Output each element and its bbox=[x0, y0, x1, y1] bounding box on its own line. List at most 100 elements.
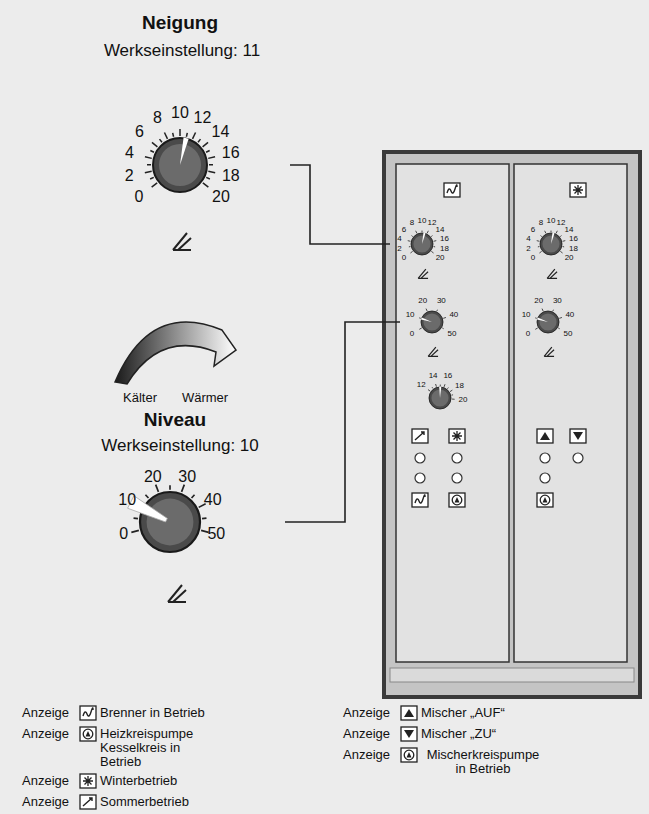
knob bbox=[153, 138, 207, 192]
indicator-icon-winter bbox=[570, 183, 586, 197]
scale-number: 0 bbox=[410, 330, 414, 338]
scale-tick bbox=[552, 310, 554, 311]
panel-strip bbox=[390, 668, 634, 682]
heating-curve-symbol bbox=[168, 585, 186, 602]
dial-graphic bbox=[428, 384, 455, 409]
scale-number: 10 bbox=[406, 311, 415, 319]
icon-glyph bbox=[540, 495, 550, 505]
scale-number: 50 bbox=[207, 526, 225, 542]
scale-number: 20 bbox=[212, 189, 230, 205]
icon-glyph bbox=[83, 708, 93, 716]
scale-tick bbox=[545, 231, 546, 234]
scale-number: 2 bbox=[526, 245, 530, 253]
knob bbox=[411, 233, 433, 255]
indicator-icon-summer bbox=[412, 429, 428, 443]
scale-tick bbox=[560, 251, 562, 253]
scale-number: 30 bbox=[553, 297, 562, 305]
scale-tick bbox=[440, 385, 441, 387]
dial-graphic bbox=[145, 129, 215, 192]
scale-tick bbox=[444, 384, 446, 387]
scale-tick bbox=[164, 133, 167, 139]
scale-tick bbox=[408, 240, 411, 242]
scale-number: 20 bbox=[458, 396, 467, 404]
icon-glyph bbox=[415, 495, 425, 503]
scale-tick bbox=[156, 485, 159, 492]
legend-text: Brenner in Betrieb bbox=[100, 706, 205, 720]
legend-text: Mischer „ZU“ bbox=[421, 727, 496, 741]
pointer bbox=[421, 318, 432, 322]
scale-number: 16 bbox=[443, 372, 452, 380]
scale-tick bbox=[539, 251, 541, 253]
dial-title: Neigung bbox=[142, 13, 218, 32]
legend-prefix: Anzeige bbox=[22, 774, 69, 788]
indicator-icons bbox=[80, 183, 586, 809]
scale-number: 14 bbox=[435, 226, 444, 234]
scale-number: 0 bbox=[135, 189, 144, 205]
icon-glyph bbox=[540, 432, 550, 440]
scale-tick bbox=[209, 164, 213, 166]
icon-glyph bbox=[404, 730, 414, 738]
scale-tick bbox=[409, 246, 411, 247]
scale-tick bbox=[179, 129, 181, 136]
scale-number: 18 bbox=[455, 382, 464, 390]
indicator-lamps bbox=[415, 453, 583, 483]
scale-tick bbox=[198, 139, 200, 142]
scale-number: 12 bbox=[556, 219, 565, 227]
legend-prefix: Anzeige bbox=[22, 795, 69, 809]
scale-tick bbox=[192, 495, 195, 498]
icon-frame bbox=[80, 795, 96, 809]
scale-number: 20 bbox=[534, 297, 543, 305]
icon-glyph bbox=[573, 432, 583, 440]
icon-frame bbox=[80, 706, 96, 720]
indicator-icon-pump bbox=[537, 493, 553, 507]
icon-frame bbox=[537, 429, 553, 443]
pointer bbox=[180, 138, 189, 165]
scale-number: 10 bbox=[171, 105, 189, 121]
knob bbox=[421, 311, 443, 333]
kaelter-waermer-arrow bbox=[115, 322, 236, 384]
indicator-lamp bbox=[415, 473, 425, 483]
scale-tick bbox=[434, 246, 436, 247]
scale-tick bbox=[447, 388, 448, 389]
scale-number: 30 bbox=[178, 469, 196, 485]
indicator-icon-burner bbox=[80, 706, 96, 720]
scale-number: 20 bbox=[144, 469, 162, 485]
scale-tick bbox=[432, 387, 434, 388]
icon-glyph bbox=[447, 185, 457, 193]
pointer bbox=[422, 233, 426, 244]
scale-number: 2 bbox=[397, 245, 401, 253]
icon-frame bbox=[570, 183, 586, 197]
scale-number: 20 bbox=[565, 254, 574, 262]
legend-prefix: Anzeige bbox=[343, 727, 390, 741]
scale-number: 4 bbox=[526, 235, 530, 243]
factory-setting: Werkseinstellung: 11 bbox=[104, 42, 260, 59]
scale-tick bbox=[186, 133, 188, 137]
scale-number: 14 bbox=[429, 372, 438, 380]
legend-text: Heizkreispumpe Kesselkreis in Betrieb bbox=[100, 727, 218, 769]
icon-glyph bbox=[404, 750, 414, 760]
scale-tick bbox=[145, 495, 148, 498]
leader-line bbox=[290, 165, 390, 244]
indicator-icon-up bbox=[401, 706, 417, 720]
scale-number: 12 bbox=[427, 219, 436, 227]
scale-tick bbox=[193, 133, 196, 139]
scale-number: 12 bbox=[417, 381, 426, 389]
icon-frame bbox=[412, 429, 428, 443]
pointer bbox=[439, 387, 441, 398]
scale-tick bbox=[147, 164, 151, 166]
module-right bbox=[514, 164, 627, 662]
scale-tick bbox=[182, 485, 185, 492]
panel-neigung-dial: 02468101214161820 bbox=[390, 212, 454, 276]
indicator-icon-pump bbox=[401, 748, 417, 762]
icon-frame bbox=[401, 727, 417, 741]
scale-number: 0 bbox=[402, 254, 406, 262]
indicator-icon-winter bbox=[80, 774, 96, 788]
legend-text: Winterbetrieb bbox=[100, 774, 177, 788]
scale-tick bbox=[431, 236, 432, 237]
icon-glyph bbox=[543, 497, 548, 503]
scale-tick bbox=[419, 328, 421, 329]
legend-text: Mischerkreispumpe in Betrieb bbox=[421, 748, 545, 776]
scale-tick bbox=[426, 309, 427, 312]
scale-tick bbox=[208, 171, 215, 173]
